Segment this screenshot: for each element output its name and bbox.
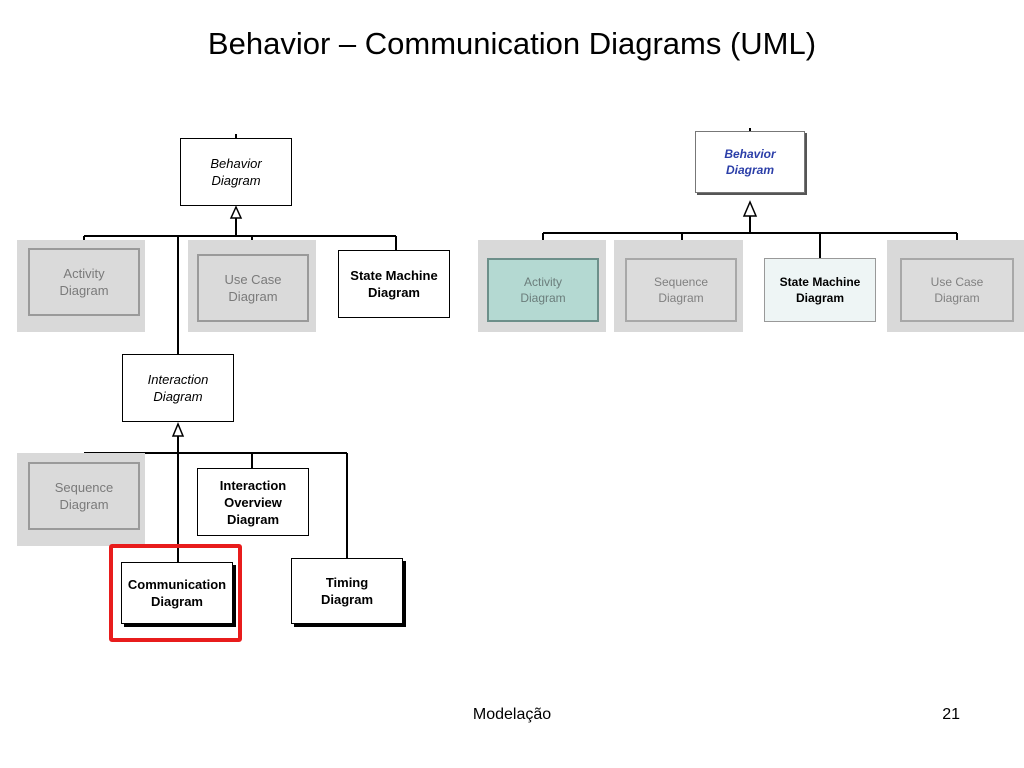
page-number: 21 xyxy=(942,706,960,723)
sequence-diagram-node: Sequence Diagram xyxy=(28,462,140,530)
communication-diagram-node: Communication Diagram xyxy=(121,562,233,624)
interaction-diagram-node: Interaction Diagram xyxy=(122,354,234,422)
right-state-machine-diagram-node: State Machine Diagram xyxy=(764,258,876,322)
interaction-overview-diagram-node: Interaction Overview Diagram xyxy=(197,468,309,536)
right-use-case-diagram-node: Use Case Diagram xyxy=(900,258,1014,322)
right-sequence-diagram-node: Sequence Diagram xyxy=(625,258,737,322)
slide-title: Behavior – Communication Diagrams (UML) xyxy=(207,26,817,61)
communication-highlight-box xyxy=(109,544,242,642)
use-case-diagram-node: Use Case Diagram xyxy=(197,254,309,322)
footer-label: Modelação xyxy=(472,706,552,723)
right-activity-diagram-node: Activity Diagram xyxy=(487,258,599,322)
behavior-diagram-node: Behavior Diagram xyxy=(180,138,292,206)
state-machine-diagram-node: State Machine Diagram xyxy=(338,250,450,318)
timing-diagram-node: Timing Diagram xyxy=(291,558,403,624)
activity-diagram-node: Activity Diagram xyxy=(28,248,140,316)
right-behavior-diagram-node: Behavior Diagram xyxy=(695,131,805,193)
